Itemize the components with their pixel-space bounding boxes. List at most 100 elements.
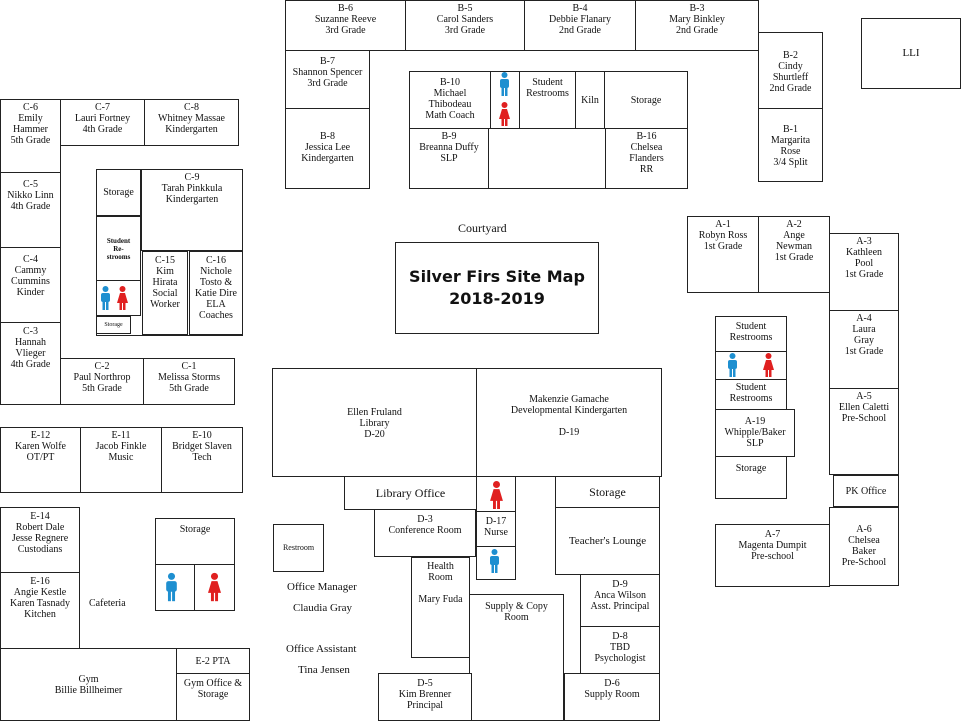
room-label-line: B-2 — [783, 49, 798, 61]
kiln-label: Kiln — [581, 94, 599, 106]
room-label-line: Paul Northrop — [73, 372, 131, 383]
room-label-line: B-16 — [636, 131, 657, 142]
room-label-line: SLP — [746, 438, 764, 449]
a-storage: Storage — [715, 456, 787, 499]
room-label-line: Psychologist — [594, 653, 646, 664]
room-label-line: SLP — [440, 153, 458, 164]
room-label-line: Baker — [852, 546, 876, 557]
room-label-line: Whitney Massae — [158, 113, 225, 124]
room-label-line: Suzanne Reeve — [314, 14, 377, 25]
room-label-line — [568, 416, 571, 427]
c-storage: Storage — [96, 169, 141, 216]
room-label-line: Pre-School — [841, 557, 887, 568]
male-restroom-icon — [500, 72, 509, 96]
room-label-line: Thibodeau — [428, 99, 472, 110]
room-label-line: Cammy — [14, 265, 47, 276]
e2-pta-label: E-2 PTA — [195, 655, 231, 667]
room-label-line: ELA — [206, 299, 226, 310]
room-label-line: Laura — [852, 324, 876, 335]
room-label-line: E-10 — [192, 430, 212, 441]
room-label-line: Pool — [854, 258, 874, 269]
room-label-line: Restrooms — [526, 88, 569, 99]
room-pk-office: PK Office — [833, 475, 899, 507]
room-label-line: Makenzie Gamache — [529, 394, 609, 405]
room-label-line — [439, 583, 442, 594]
room-label-line: Kitchen — [24, 609, 56, 620]
room-label-line: A-7 — [764, 529, 781, 540]
female-restroom-icon — [490, 481, 503, 509]
room-label-line: Restrooms — [729, 393, 773, 404]
room-label-line: Custodians — [17, 544, 63, 555]
room-label-line: 3/4 Split — [773, 157, 808, 168]
b-corridor-space — [488, 128, 606, 189]
room-label-line: Chelsea — [630, 142, 663, 153]
b-storage: Storage — [604, 71, 688, 129]
room-label-line: B-9 — [441, 131, 457, 142]
room-label-line: D-5 — [417, 678, 433, 689]
room-label-line: C-2 — [94, 361, 110, 372]
teachers-lounge: Teacher's Lounge — [555, 507, 660, 575]
room-label-line: A-5 — [856, 391, 872, 402]
room-label-line: C-7 — [95, 102, 110, 113]
room-label-line: Nikko Linn — [7, 190, 54, 201]
room-label-line: 3rd Grade — [307, 78, 348, 89]
e-storage: Storage — [155, 518, 235, 565]
room-label-line: E-11 — [111, 430, 131, 441]
room-label-line: 5th Grade — [82, 383, 122, 394]
room-label-line: Tech — [192, 452, 212, 463]
room-label-line: Music — [108, 452, 134, 463]
room-label-line: Supply Room — [584, 689, 640, 700]
lli-label: LLI — [902, 47, 920, 59]
room-label-line: Pre-School — [841, 413, 887, 424]
room-label-line: 3rd Grade — [444, 25, 486, 36]
d-storage-label: Storage — [589, 484, 626, 499]
room-label-line: B-1 — [783, 124, 798, 135]
room-label-line: Angie Kestle — [13, 587, 67, 598]
room-label-line: Margarita — [770, 135, 811, 146]
room-label-line: Conference Room — [388, 525, 462, 536]
room-label-line: Lauri Fortney — [74, 113, 131, 124]
room-label-line: Student — [735, 382, 767, 393]
room-label-line: Kim — [156, 266, 174, 277]
room-label-line: E-16 — [30, 576, 50, 587]
room-label-line: Karen Wolfe — [15, 441, 66, 452]
a-restroom-icons — [715, 351, 787, 380]
room-label-line: Mary Binkley — [669, 14, 725, 25]
room-label-line: Asst. Principal — [590, 601, 650, 612]
room-label-line: Ellen Fruland — [347, 407, 402, 418]
room-label-line: A-2 — [786, 219, 802, 230]
a-storage-label: Storage — [735, 463, 767, 474]
b-storage-label: Storage — [630, 94, 662, 106]
room-label-line: Kindergarten — [165, 194, 219, 205]
room-label-line: 5th Grade — [169, 383, 209, 394]
room-label-line: E-12 — [30, 430, 51, 441]
room-label-line: Nichole — [200, 266, 232, 277]
room-label-line: A-4 — [856, 313, 872, 324]
library-office-label: Library Office — [375, 485, 446, 500]
room-label-line: Student — [532, 77, 563, 88]
room-label-line: 2nd Grade — [676, 25, 718, 36]
c-storage-label: Storage — [103, 187, 134, 198]
room-label-line: Room — [428, 572, 453, 583]
office-assistant-label: Office Assistant — [286, 643, 357, 655]
room-label-line: 4th Grade — [10, 359, 51, 370]
pk-office-label: PK Office — [845, 485, 887, 497]
room-label-line: Emily — [18, 113, 43, 124]
cafeteria-label: Cafeteria — [89, 598, 126, 609]
room-label-line: Worker — [150, 299, 180, 310]
